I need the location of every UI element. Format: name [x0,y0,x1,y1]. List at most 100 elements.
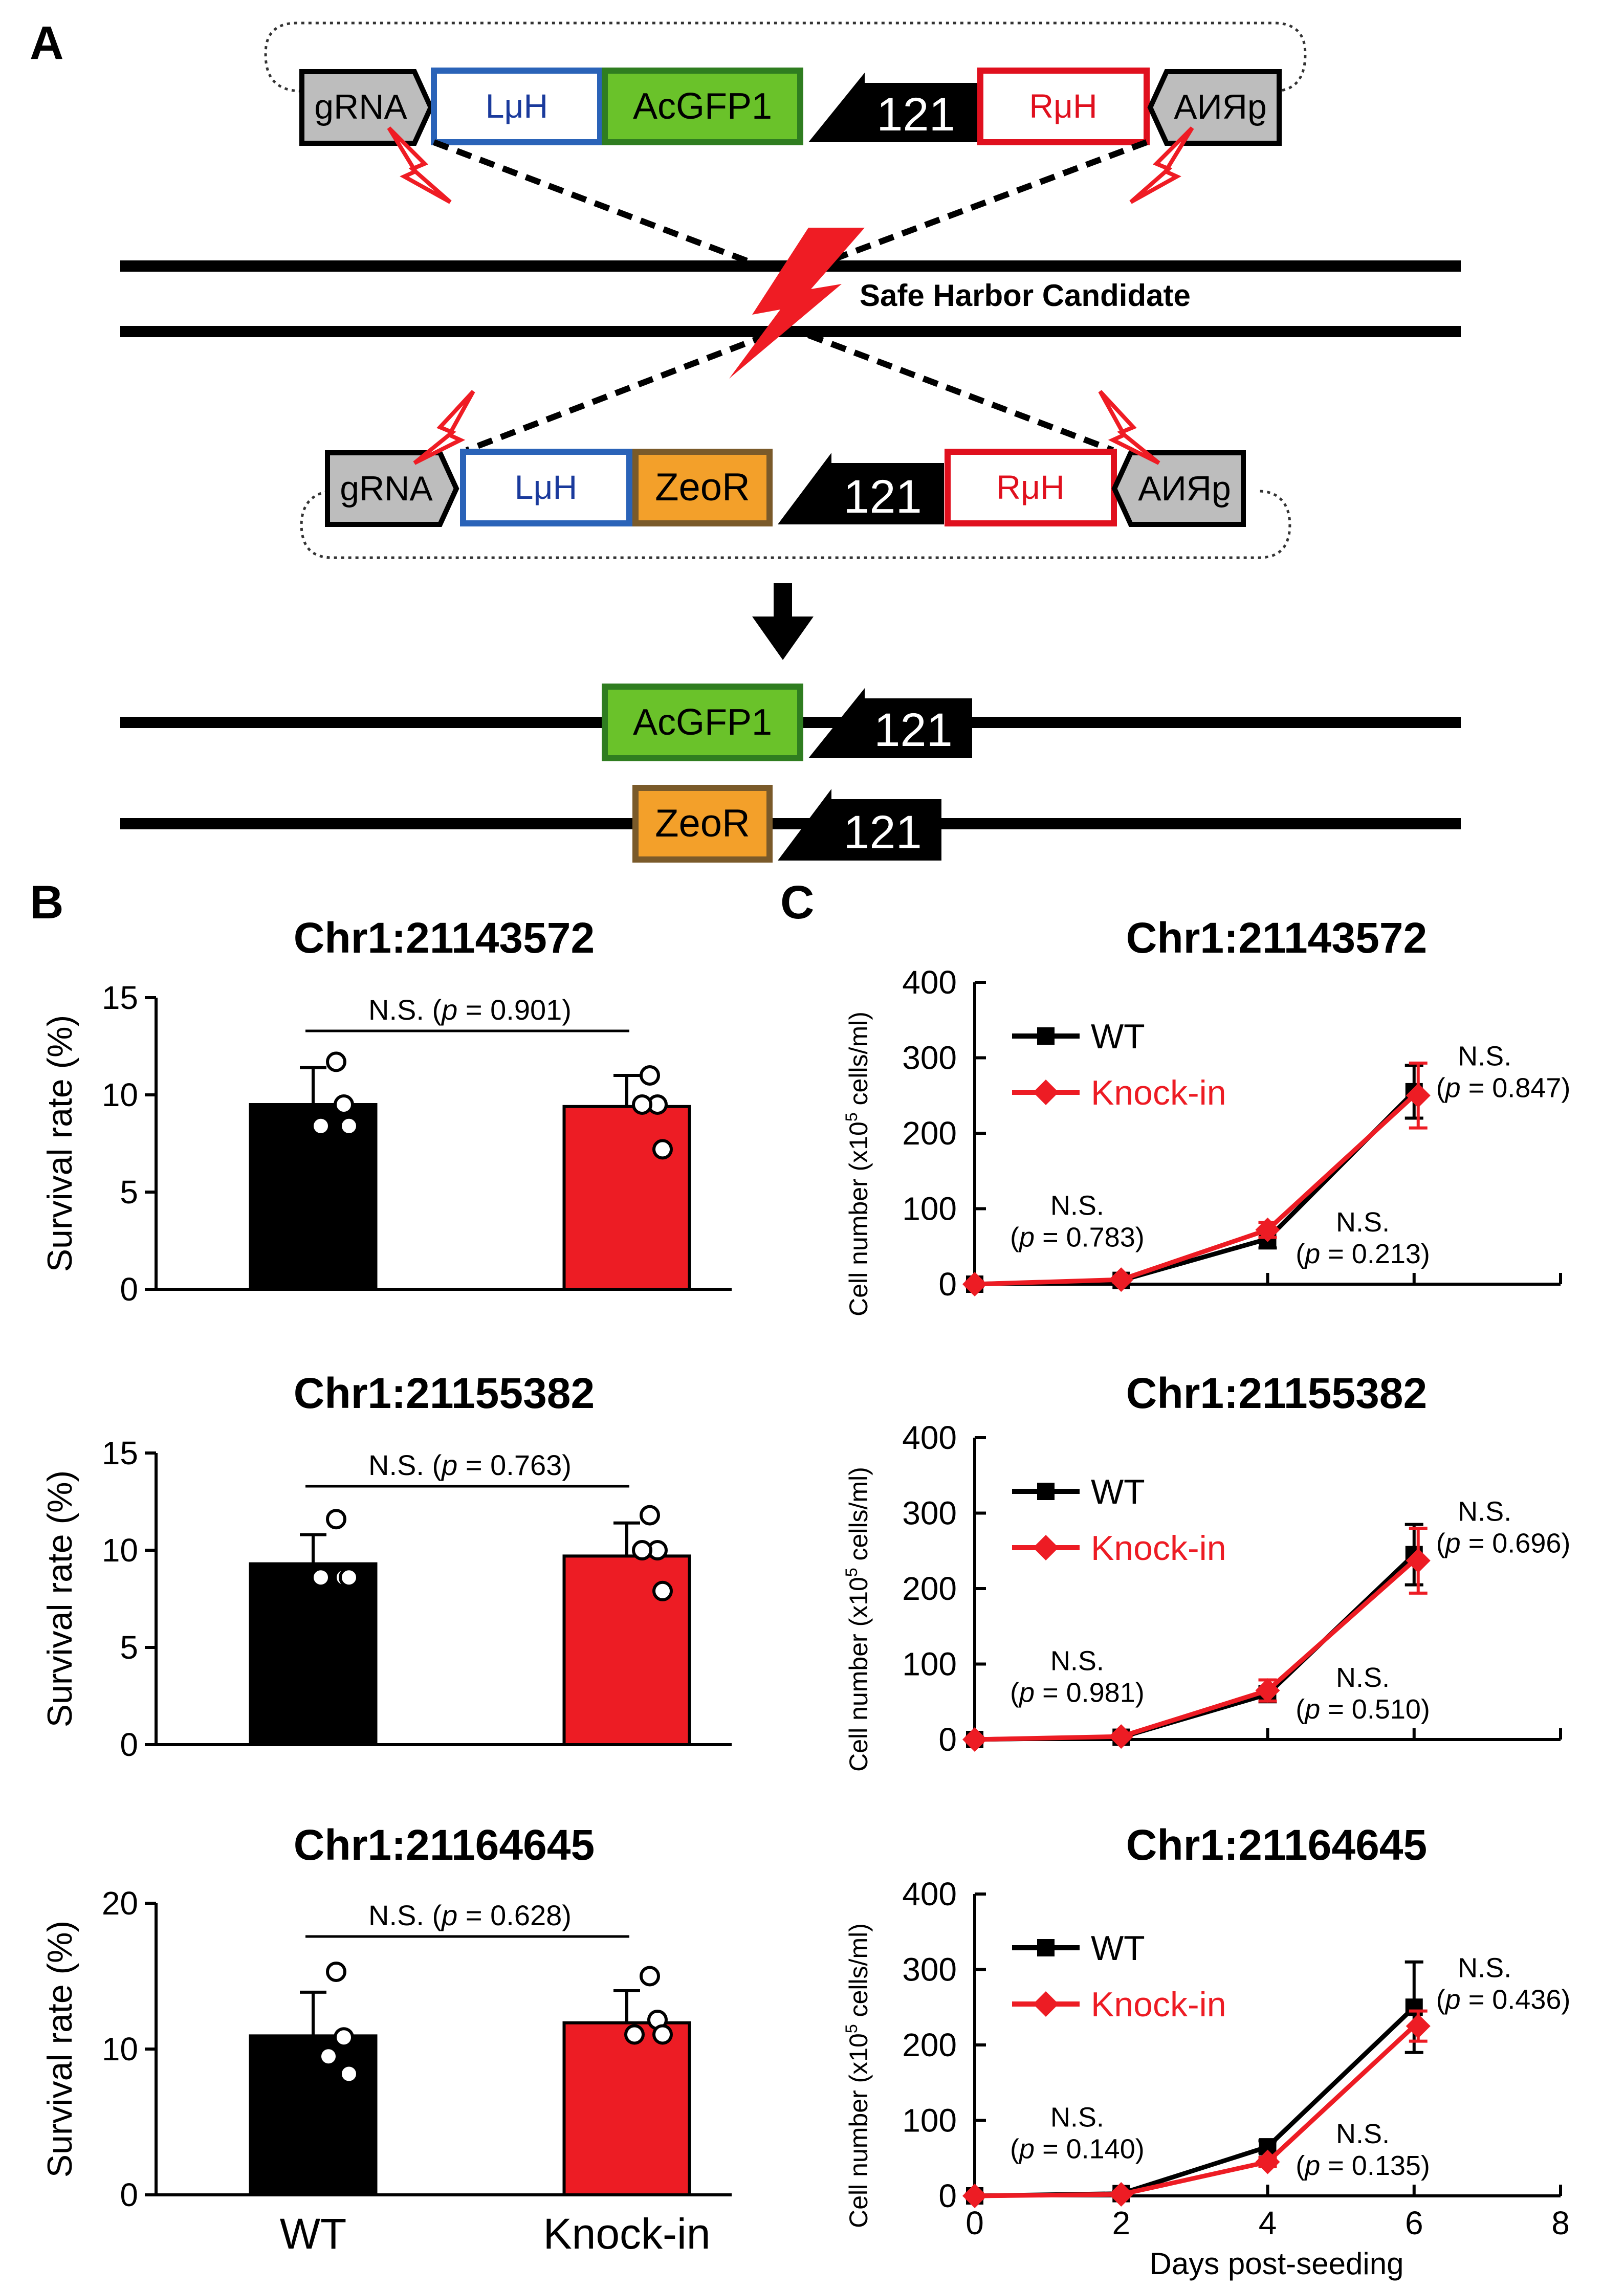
grna-left-block [299,69,434,146]
promoter-121-arrow [778,789,941,861]
annotation-pvalue-value: = 0.436) [1461,1984,1571,2015]
bar-wt [249,1562,378,1747]
annotation-ns: N.S. [1458,1496,1511,1527]
x-category-label: WT [280,2210,347,2258]
annotation-pvalue-open: ( [1296,1239,1305,1269]
y-tick-label: 400 [902,964,957,1001]
series-line-knock-in [974,1093,1416,1287]
data-marker [1109,1267,1134,1292]
data-point [334,1094,354,1115]
y-axis-label: Cell number (x105 cells/ml) [842,1011,873,1316]
annotation-ns: N.S. [1336,1662,1390,1693]
data-point [339,1567,359,1588]
data-point [632,1094,652,1115]
right-arm-block [977,68,1150,145]
chart-title: Chr1:21164645 [1126,1821,1427,1869]
promoter-121-label: 121 [876,89,955,141]
cut-icon [1098,390,1160,465]
legend-label: Knock-in [1091,1529,1226,1568]
grna-left-label: gRNA [340,469,433,508]
data-marker [1255,1678,1280,1703]
y-tick-label: 0 [938,1266,957,1303]
data-point [326,1509,346,1530]
acgfp1-block [602,68,803,145]
annotation-suffix: = 0.628) [457,1899,572,1931]
x-tick-label: 0 [965,2205,984,2241]
data-marker [962,1272,987,1296]
grna-right-label: gRNA [1138,469,1231,508]
data-point [652,2024,673,2045]
x-tick-label: 8 [1551,2205,1570,2241]
annotation-ns: N.S. [1050,1645,1104,1676]
bar-wt [249,1103,378,1291]
data-marker [1405,1998,1423,2016]
legend-marker [1033,1535,1059,1560]
annotation-ns: N.S. [1050,1190,1104,1221]
y-axis-label-tail: cells/ml) [844,1011,873,1112]
legend-label: WT [1091,1472,1145,1511]
x-tick-label: 4 [1259,2205,1277,2241]
cut-icon [387,126,452,204]
legend-marker [1033,1080,1059,1105]
y-tick-label: 100 [902,1646,957,1683]
data-marker [1406,1548,1431,1573]
dsb-bolt-icon [729,228,865,379]
y-tick-label: 200 [902,1570,957,1607]
promoter-121-label: 121 [874,704,953,756]
chart-title: Chr1:21164645 [294,1821,595,1869]
y-tick-label: 400 [902,1876,957,1912]
y-tick-label: 200 [902,2027,957,2063]
locus-label: Safe Harbor Candidate [860,278,1191,313]
promoter-121-label: 121 [843,806,922,859]
chart-title: Chr1:21155382 [294,1369,595,1417]
donor-top: gRNA LμH AcGFP1 121 RμH gRNA [299,68,1282,204]
annotation-ns: N.S. [1458,1041,1511,1071]
annotation-pvalue-open: ( [1296,2150,1305,2181]
y-tick-label: 0 [120,1726,138,1763]
annotation-pvalue: (p = 0.696) [1436,1528,1571,1558]
y-tick-label: 15 [102,979,138,1016]
data-point [640,1966,660,1987]
y-axis-label-text: Cell number (x10 [844,1577,873,1772]
homology-line [432,139,769,272]
grna-right-block [1147,69,1282,146]
annotation-pvalue: (p = 0.213) [1296,1239,1430,1269]
left-arm-block [431,68,603,145]
y-axis-label: Cell number (x105 cells/ml) [842,1923,873,2228]
legend-label: WT [1091,1017,1145,1056]
annotation-ns: N.S. [1050,2102,1104,2132]
homology-line [807,332,1114,453]
data-point [640,1065,660,1086]
right-arm-block [945,449,1117,526]
annotation-ns: N.S. [1336,1207,1390,1238]
acgfp1-label: AcGFP1 [633,702,772,743]
data-point [652,1580,673,1601]
y-axis-label-superscript: 5 [842,2024,861,2033]
zeor-block [632,785,773,863]
annotation-pvalue-open: ( [1010,1222,1019,1252]
result-allele-top: AcGFP1 121 [120,684,1461,761]
data-point [311,1115,331,1136]
annotation-suffix: = 0.901) [457,994,572,1026]
legend-marker [1037,1027,1055,1045]
chart-title: Chr1:21155382 [1126,1369,1427,1417]
annotation-pvalue-open: ( [1010,1677,1019,1708]
annotation-ns: N.S. [1336,2119,1390,2149]
series-line-knock-in [974,2024,1416,2198]
annotation-pvalue: (p = 0.135) [1296,2150,1430,2181]
y-tick-label: 0 [938,2177,957,2214]
x-category-label: Knock-in [543,2210,711,2258]
annotation-pvalue: (p = 0.436) [1436,1984,1571,2015]
annotation-pvalue: (p = 0.847) [1436,1072,1571,1103]
y-axis-label: Survival rate (%) [40,1921,79,2178]
annotation-ns: N.S. [1458,1952,1511,1983]
donor-bottom: gRNA LμH ZeoR 121 RμH gRNA [325,390,1246,527]
y-axis-label: Survival rate (%) [40,1470,79,1728]
y-tick-label: 300 [902,1040,957,1076]
y-tick-label: 15 [102,1435,138,1471]
right-arm-label: RμH [1029,87,1097,125]
right-arm-label: RμH [996,468,1064,506]
